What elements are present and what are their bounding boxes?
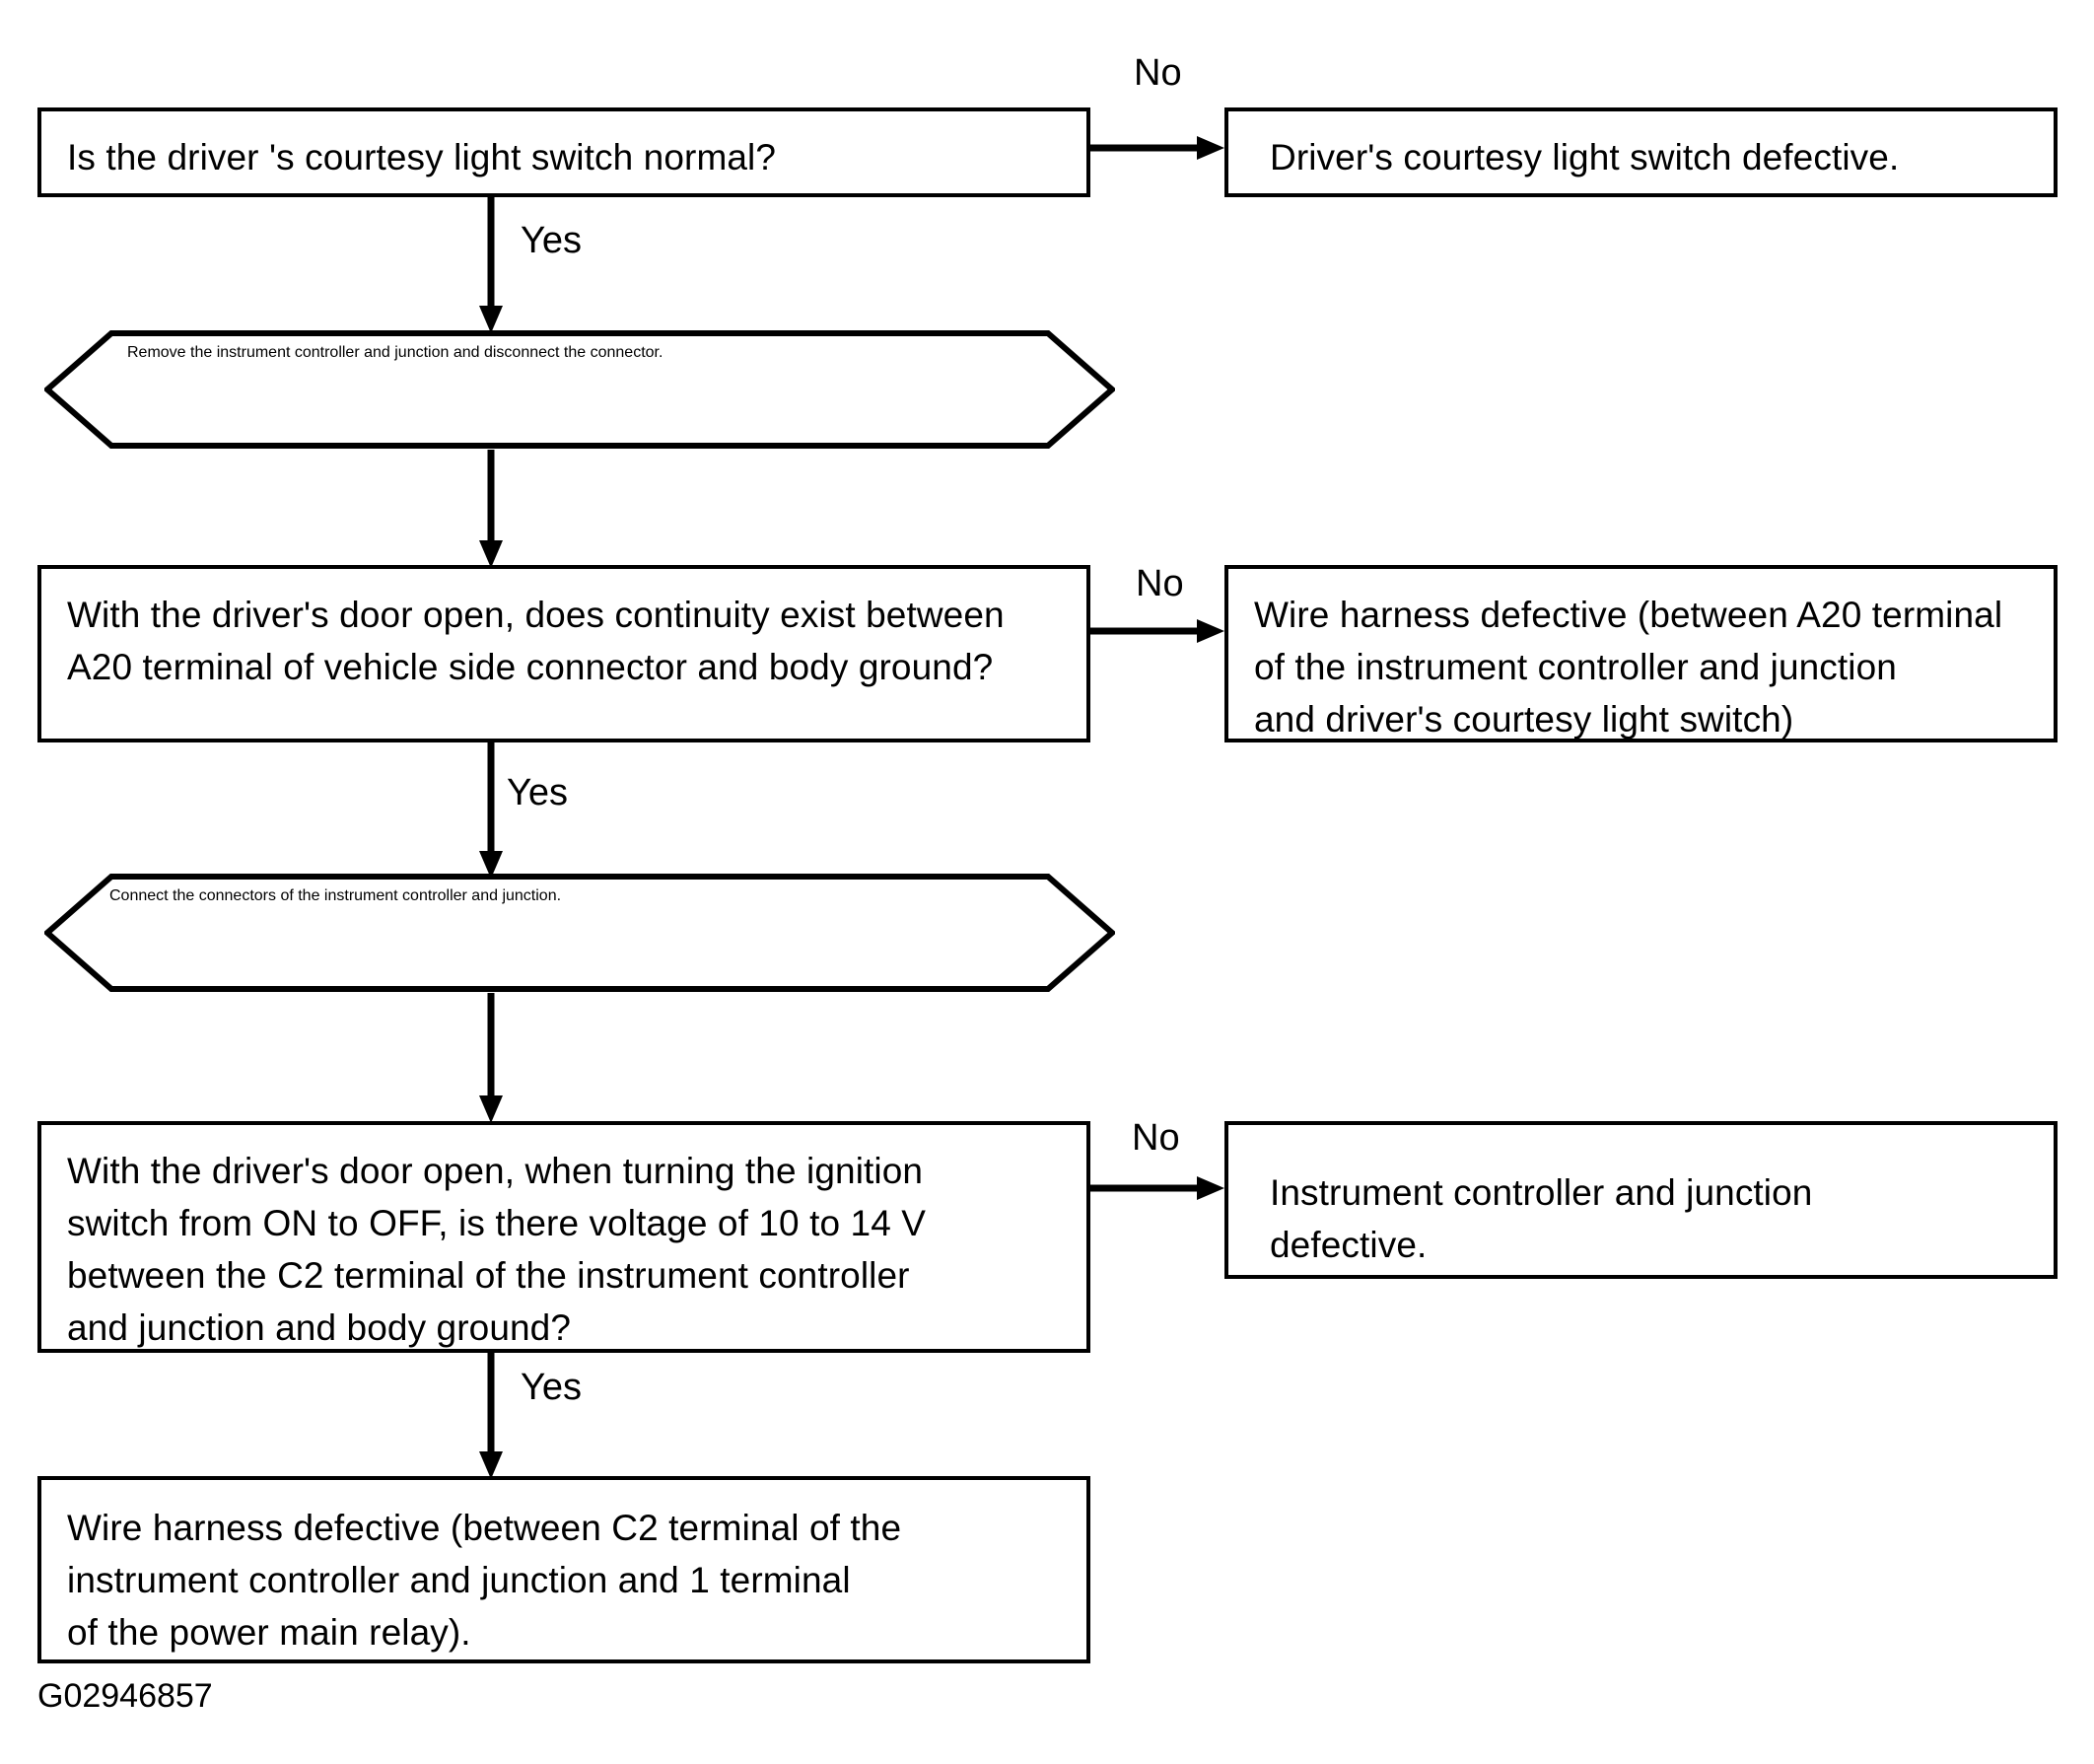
node-q3-label: With the driver's door open, when turnin… [67, 1151, 927, 1348]
edge-label-q2-yes: Yes [507, 772, 568, 813]
node-r2-wire-harness-defective-a20: Wire harness defective (between A20 term… [1224, 565, 2058, 742]
node-r2-label: Wire harness defective (between A20 term… [1254, 595, 2003, 740]
edge-q1-to-p1-arrow [479, 197, 503, 333]
edge-q2-to-p2 [471, 742, 511, 881]
node-r1-switch-defective: Driver's courtesy light switch defective… [1224, 107, 2058, 197]
node-r4-label: Wire harness defective (between C2 termi… [67, 1508, 902, 1653]
edge-q3-to-r3-arrow [1090, 1176, 1224, 1200]
edge-q3-to-r4 [471, 1353, 511, 1481]
node-r3-instrument-controller-defective: Instrument controller and junction defec… [1224, 1121, 2058, 1279]
edge-q2-to-p2-arrow [479, 742, 503, 879]
node-p2-hexagon-outline [44, 874, 1115, 992]
node-q2-continuity-a20-body-ground: With the driver's door open, does contin… [37, 565, 1090, 742]
edge-p2-to-q3 [471, 993, 511, 1125]
edge-p1-to-q2-arrow [479, 450, 503, 568]
edge-label-q1-yes: Yes [521, 220, 582, 261]
node-r4-wire-harness-defective-c2: Wire harness defective (between C2 termi… [37, 1476, 1090, 1663]
edge-label-q2-no: No [1136, 563, 1184, 604]
node-q1-label: Is the driver 's courtesy light switch n… [67, 137, 777, 177]
edge-label-q3-yes: Yes [521, 1367, 582, 1408]
node-p2-label: Connect the connectors of the instrument… [109, 887, 562, 904]
node-p1-hexagon-outline [44, 330, 1115, 449]
edge-p2-to-q3-arrow [479, 993, 503, 1123]
edge-label-q3-no: No [1132, 1117, 1180, 1159]
edge-p1-to-q2 [471, 450, 511, 570]
edge-q1-to-r1-arrow [1090, 136, 1224, 160]
edge-q2-to-r2-arrow [1090, 619, 1224, 643]
edge-q3-to-r3 [1090, 1168, 1228, 1208]
edge-q3-to-r4-arrow [479, 1353, 503, 1479]
edge-q1-to-r1 [1090, 128, 1228, 168]
node-r3-label: Instrument controller and junction defec… [1270, 1172, 1813, 1265]
node-p1-label: Remove the instrument controller and jun… [127, 344, 663, 361]
edge-q2-to-r2 [1090, 611, 1228, 651]
node-q3-voltage-c2-terminal: With the driver's door open, when turnin… [37, 1121, 1090, 1353]
node-q2-label: With the driver's door open, does contin… [67, 595, 1005, 687]
node-p2-connect-connectors: Connect the connectors of the instrument… [44, 873, 1115, 993]
node-p1-remove-controller: Remove the instrument controller and jun… [44, 329, 1115, 450]
figure-code: G02946857 [37, 1677, 213, 1715]
edge-label-q1-no: No [1134, 52, 1182, 94]
node-r1-label: Driver's courtesy light switch defective… [1270, 137, 1900, 177]
node-q1-driver-courtesy-switch-normal: Is the driver 's courtesy light switch n… [37, 107, 1090, 197]
edge-q1-to-p1 [471, 197, 511, 335]
